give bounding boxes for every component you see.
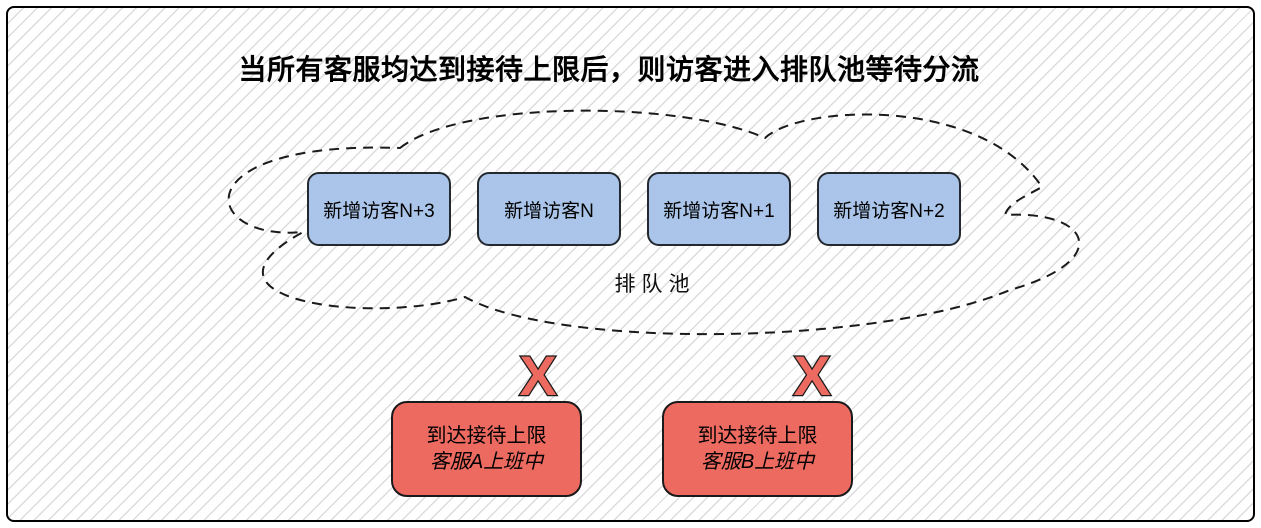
diagram-border-frame — [6, 6, 1255, 522]
visitor-box-label: 新增访客N+3 — [323, 200, 435, 222]
visitor-box-label: 新增访客N+2 — [833, 200, 945, 222]
agent-name-text: 客服B上班中 — [700, 451, 815, 473]
blocked-x-icon: X — [792, 349, 832, 401]
blocked-x-glyph: X — [793, 349, 830, 401]
cloud-outline — [227, 109, 1081, 336]
blocked-x-icon: X — [518, 349, 558, 401]
blocked-x-glyph: X — [519, 349, 556, 401]
visitor-box-n1: 新增访客N+1 — [647, 172, 791, 246]
diagram-title: 当所有客服均达到接待上限后，则访客进入排队池等待分流 — [238, 54, 980, 85]
agent-box-a: 到达接待上限 客服A上班中 — [391, 401, 582, 497]
visitor-box-n3: 新增访客N+3 — [307, 172, 451, 246]
queue-pool-label: 排队池 — [614, 273, 696, 296]
agent-status-text: 到达接待上限 — [426, 425, 547, 447]
visitor-box-n2: 新增访客N+2 — [817, 172, 961, 246]
visitor-box-label: 新增访客N+1 — [663, 200, 775, 222]
visitor-box-label: 新增访客N — [504, 200, 594, 222]
agent-box-b: 到达接待上限 客服B上班中 — [662, 401, 853, 497]
visitor-box-n: 新增访客N — [477, 172, 621, 246]
agent-status-text: 到达接待上限 — [697, 425, 818, 447]
agent-name-text: 客服A上班中 — [429, 451, 544, 473]
